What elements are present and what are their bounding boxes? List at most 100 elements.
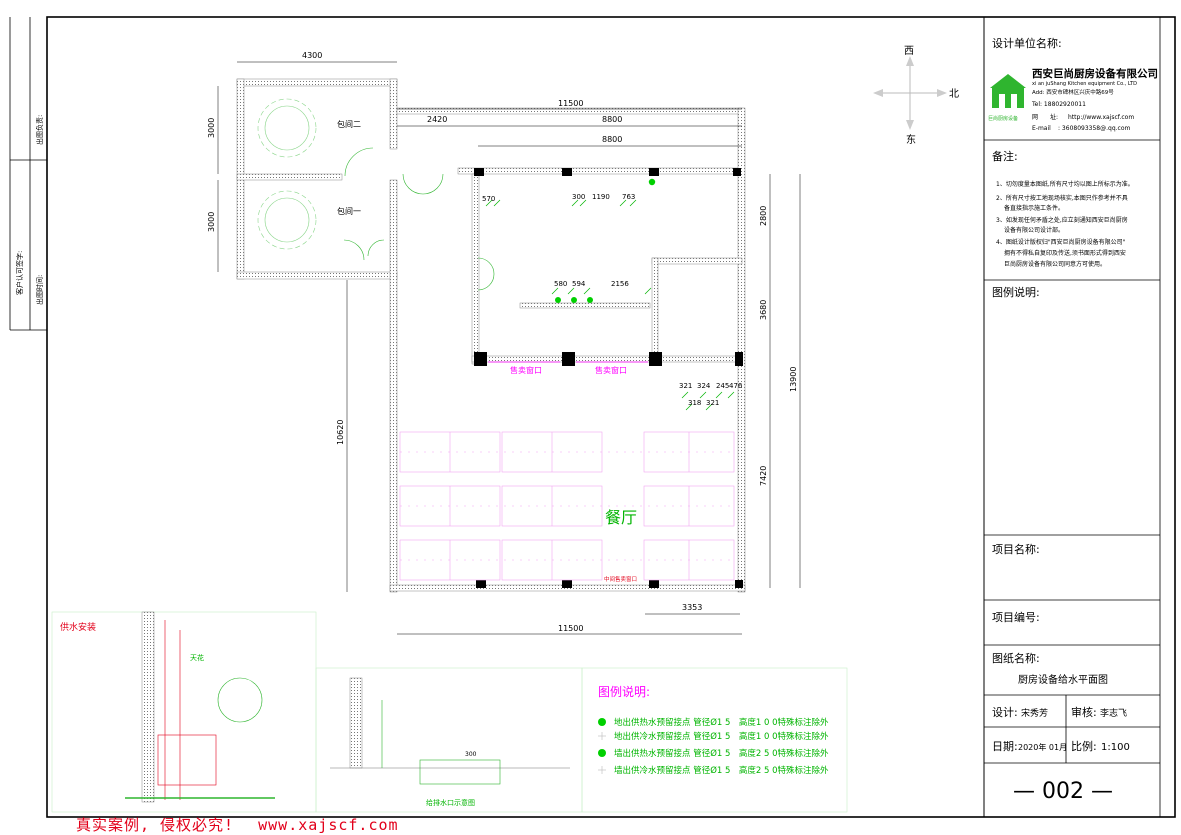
water-supply-title: 供水安装 — [60, 621, 96, 633]
legend-item-hot-floor: 地出供热水预留接点 管径Ø1 5 高度1 0 0特殊标注除外 — [614, 717, 829, 728]
point-label-324: 324 — [697, 382, 711, 390]
point-label-476: 476 — [729, 382, 743, 390]
legend-item-hot-wall: 墙出供热水预留接点 管径Ø1 5 高度2 5 0特殊标注除外 — [614, 748, 829, 759]
scale-label: 比例: — [1071, 739, 1097, 753]
room-label-private-1: 包间一 — [337, 206, 361, 216]
point-label-321-b: 321 — [706, 399, 719, 407]
heater-label: 天花 — [190, 653, 204, 662]
wall — [519, 302, 651, 309]
project-no-label: 项目编号: — [992, 610, 1040, 624]
point-label-321: 321 — [679, 382, 692, 390]
company-name-en: xi an juShang Kitchen equipment Co., LTD — [1032, 81, 1137, 87]
project-name-label: 项目名称: — [992, 542, 1040, 556]
point-label-245: 245 — [716, 382, 729, 390]
left-strip: 出图负责: 客户认可签字: 出图时间: — [9, 17, 47, 331]
drain-caption: 给排水口示意图 — [426, 798, 475, 807]
watermark-url: www.xajscf.com — [258, 816, 399, 834]
legend-hot-floor-icon — [598, 718, 606, 726]
designer-name: 宋秀芳 — [1021, 707, 1048, 719]
room-label-private-2: 包间二 — [337, 119, 361, 129]
door-swing — [343, 147, 495, 291]
company-logo: 巨尚厨房设备 — [988, 74, 1026, 122]
legend-cold-wall-icon — [598, 766, 606, 774]
copyright-watermark: 真实案例, 侵权必究! www.xajscf.com — [76, 814, 413, 835]
design-unit-label: 设计单位名称: — [992, 36, 1062, 50]
drain-dim: 300 — [465, 751, 477, 758]
column — [476, 580, 486, 588]
room-label-dining: 餐厅 — [605, 508, 637, 527]
column — [649, 580, 659, 588]
wall — [651, 257, 743, 265]
sheet-number: — 002 — — [1013, 779, 1113, 804]
wall — [651, 257, 659, 359]
dim-3000-room2: 3000 — [207, 118, 216, 138]
point-label-2156: 2156 — [611, 280, 629, 288]
notes-label: 备注: — [992, 149, 1018, 163]
legend-item-cold-floor: 地出供冷水预留接点 管径Ø1 5 高度1 0 0特殊标注除外 — [614, 731, 829, 742]
drawing-desc-label: 图例说明: — [992, 285, 1040, 299]
sheet-frame — [46, 16, 1176, 818]
note-line: 3、如发现任何矛盾之处,应立刻通知西安巨尚厨房 — [996, 216, 1128, 224]
point-label-580: 580 — [554, 280, 567, 288]
reviewer-label: 审核: — [1071, 705, 1097, 719]
drawing-time-label: 出图时间: — [35, 275, 44, 305]
dim-10620: 10620 — [336, 420, 345, 445]
legend-panel: 图例说明: 地出供热水预留接点 管径Ø1 5 高度1 0 0特殊标注除外 地出供… — [581, 667, 848, 813]
reviewer-name: 李志飞 — [1100, 707, 1127, 719]
dim-7420: 7420 — [759, 466, 768, 486]
drawing-name-label: 图纸名称: — [992, 651, 1040, 665]
column — [649, 168, 659, 176]
compass: 西 北 东 — [873, 46, 959, 146]
floor-plan: 包间二 包间一 570 300 1190 — [207, 51, 801, 635]
wall — [737, 107, 746, 593]
company-address: Add: 西安市碑林区兴庆中路69号 — [1032, 88, 1114, 96]
water-supply-detail: 供水安装 天花 — [51, 611, 317, 813]
water-points-middle: 580 594 2156 — [551, 280, 652, 303]
wall — [471, 355, 743, 363]
note-line: 巨尚厨房设备有限公司同意方可使用。 — [1004, 260, 1106, 268]
column — [562, 168, 572, 176]
dim-2800: 2800 — [759, 206, 768, 226]
designer-label: 设计: — [992, 706, 1018, 719]
compass-east: 东 — [906, 133, 916, 146]
wall — [457, 167, 743, 175]
scale-value: 1:100 — [1101, 742, 1130, 753]
title-block: 设计单位名称: 巨尚厨房设备 西安巨尚厨房设备有限公司 xi an juShan… — [983, 17, 1161, 817]
notes-list: 1、切勿度量本图纸,所有尺寸均以图上所标示为准。 2、所有尺寸按工地现场核实,本… — [996, 180, 1134, 268]
company-email-label: E-mail — [1032, 125, 1051, 132]
compass-north: 北 — [949, 88, 959, 100]
note-line: 2、所有尺寸按工地现场核实,本图只作参考并不具 — [996, 194, 1128, 202]
column — [474, 168, 484, 176]
dining-tables — [399, 431, 735, 581]
sales-window-left: 售卖窗口 — [510, 365, 542, 375]
wall — [236, 173, 343, 181]
date-value: 2020年 01月 — [1018, 742, 1067, 752]
legend-hot-wall-icon — [598, 749, 606, 757]
wall — [236, 78, 398, 87]
logo-caption: 巨尚厨房设备 — [988, 115, 1018, 122]
wall — [236, 271, 398, 280]
point-label-594: 594 — [572, 280, 586, 288]
column — [562, 352, 575, 366]
column — [649, 352, 662, 366]
dim-13900: 13900 — [789, 367, 798, 392]
company-tel: Tel: 18802920011 — [1031, 101, 1086, 108]
point-label-570: 570 — [482, 195, 495, 203]
company-email: : 3608093358@.qq.com — [1058, 125, 1131, 132]
note-line: 4、图纸设计版权归"西安巨尚厨房设备有限公司" — [996, 238, 1126, 246]
column — [733, 168, 741, 176]
date-label: 日期: — [992, 740, 1018, 753]
drawing-owner-label: 出图负责: — [35, 115, 44, 145]
dim-8800-a: 8800 — [602, 115, 622, 124]
customer-approval-label: 客户认可签字: — [15, 251, 24, 295]
dim-3353: 3353 — [682, 603, 702, 612]
round-table-room2 — [257, 98, 317, 158]
note-line: 1、切勿度量本图纸,所有尺寸均以图上所标示为准。 — [996, 180, 1134, 188]
wall — [389, 78, 398, 150]
watermark-text: 真实案例, 侵权必究! — [76, 816, 235, 834]
dim-8800-b: 8800 — [602, 135, 622, 144]
dim-4300: 4300 — [302, 51, 322, 60]
wall — [389, 179, 398, 593]
drawing-name: 厨房设备给水平面图 — [1018, 673, 1108, 686]
